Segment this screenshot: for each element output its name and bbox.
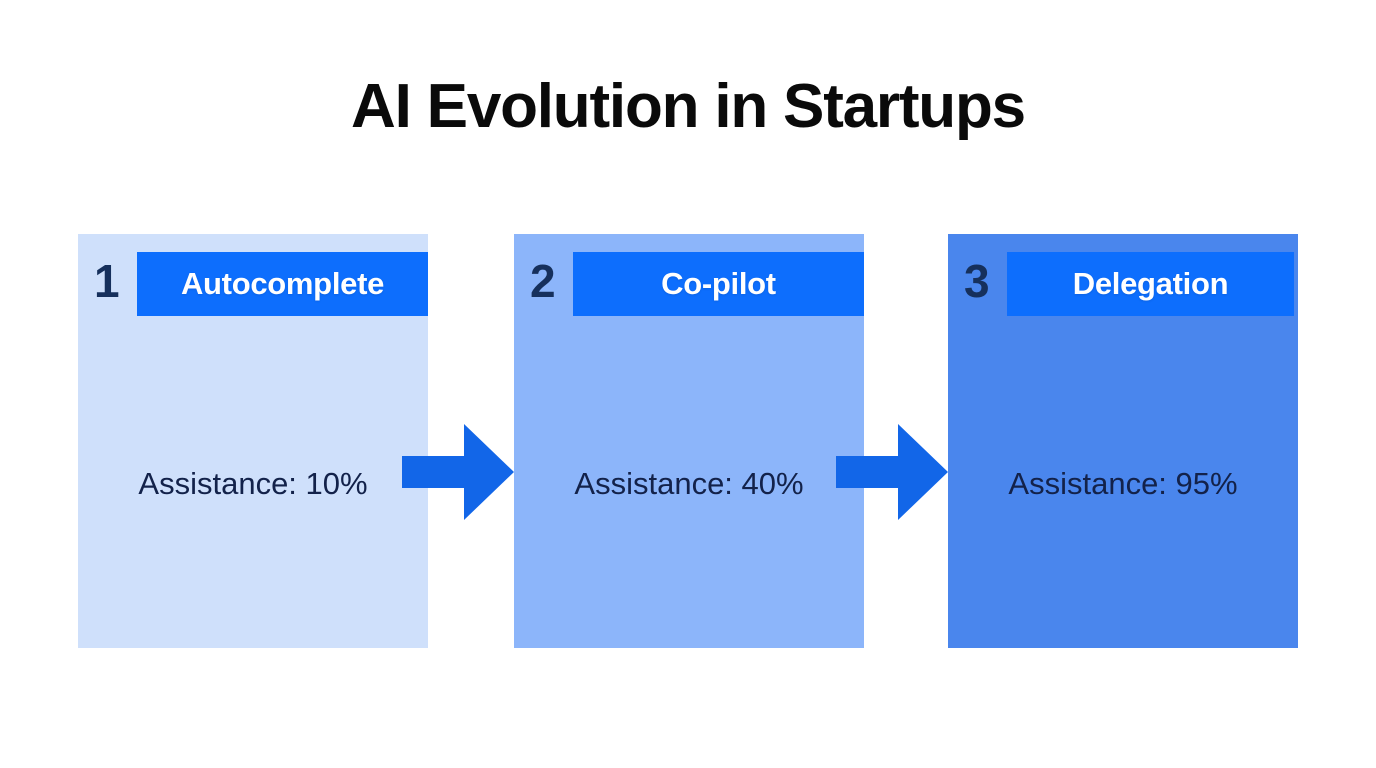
stage-number-1: 1 (94, 255, 120, 307)
stage-card-3[interactable]: 3 Delegation Assistance: 95% (948, 234, 1298, 648)
stage-card-2[interactable]: 2 Co-pilot Assistance: 40% (514, 234, 864, 648)
stage-label-2: Co-pilot (661, 266, 776, 301)
stage-header-2: Co-pilot (573, 252, 864, 316)
arrow-stage2-to-stage3-icon (836, 424, 948, 520)
stage-number-3: 3 (964, 255, 990, 307)
arrow-stage1-to-stage2-icon (402, 424, 514, 520)
stage-card-1[interactable]: 1 Autocomplete Assistance: 10% (78, 234, 428, 648)
stage-metric-1: Assistance: 10% (138, 466, 368, 501)
stage-metric-2: Assistance: 40% (574, 466, 804, 501)
stage-label-1: Autocomplete (180, 266, 385, 301)
stage-header-1: Autocomplete (137, 252, 428, 316)
page-title: AI Evolution in Startups (351, 72, 1026, 141)
stage-number-2: 2 (530, 255, 556, 307)
stage-label-3: Delegation (1072, 266, 1229, 301)
stage-header-3: Delegation (1007, 252, 1294, 316)
stage-metric-3: Assistance: 95% (1008, 466, 1238, 501)
